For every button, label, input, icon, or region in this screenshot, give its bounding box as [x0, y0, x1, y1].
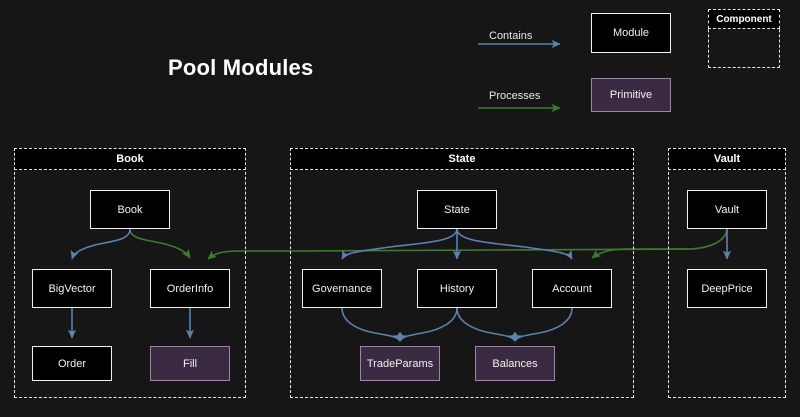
node-orderinfo[interactable]: OrderInfo: [150, 269, 230, 308]
node-balances[interactable]: Balances: [475, 346, 555, 381]
node-state[interactable]: State: [417, 190, 497, 229]
legend-primitive-swatch: Primitive: [591, 78, 671, 112]
group-book-title: Book: [14, 148, 246, 170]
group-vault-title: Vault: [668, 148, 786, 170]
legend-processes-label: Processes: [489, 90, 541, 102]
page-title: Pool Modules: [168, 55, 314, 80]
node-account[interactable]: Account: [532, 269, 612, 308]
node-tradeparams[interactable]: TradeParams: [360, 346, 440, 381]
node-order[interactable]: Order: [32, 346, 112, 381]
legend-module-swatch: Module: [591, 13, 671, 53]
group-state-title: State: [290, 148, 634, 170]
legend-component-label: Component: [708, 9, 780, 29]
node-governance[interactable]: Governance: [302, 269, 382, 308]
node-history[interactable]: History: [417, 269, 497, 308]
legend-contains-label: Contains: [489, 30, 533, 42]
node-deepprice[interactable]: DeepPrice: [687, 269, 767, 308]
node-vault[interactable]: Vault: [687, 190, 767, 229]
node-bigvector[interactable]: BigVector: [32, 269, 112, 308]
node-fill[interactable]: Fill: [150, 346, 230, 381]
node-book[interactable]: Book: [90, 190, 170, 229]
